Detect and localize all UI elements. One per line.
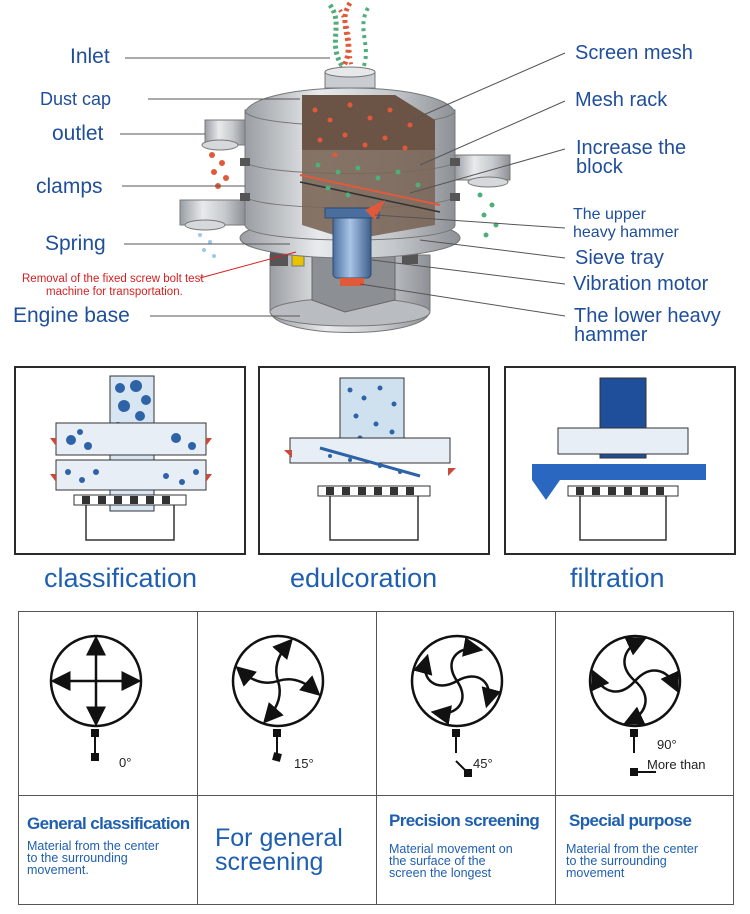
label-lower-hammer-2: hammer xyxy=(574,324,648,346)
mode-title-general-classification: General classification xyxy=(27,814,190,833)
warning-line-1: Removal of the fixed screw bolt test xyxy=(22,273,204,285)
mode-desc-3-2: to the surrounding xyxy=(566,854,667,868)
mode-desc-0-1: Material from the center xyxy=(27,839,159,853)
mode-big-1: For general xyxy=(215,824,343,852)
mode-title-special-purpose: Special purpose xyxy=(569,811,692,830)
mode-desc-3-3: movement xyxy=(566,866,625,880)
mode-desc-3-1: Material from the center xyxy=(566,842,698,856)
mode-15-icon xyxy=(231,634,325,762)
label-outlet: outlet xyxy=(52,122,104,145)
panel-filtration xyxy=(504,366,736,555)
label-vibration-motor: Vibration motor xyxy=(573,273,709,295)
filtration-illustration xyxy=(532,377,706,541)
mode-desc-2-1: Material movement on xyxy=(389,842,513,856)
mode-desc-2-3: screen the longest xyxy=(389,866,492,880)
mode-desc-0-3: movement. xyxy=(27,863,89,877)
label-engine-base: Engine base xyxy=(13,304,130,327)
interior-particles xyxy=(312,102,413,158)
mode-45-icon xyxy=(410,634,504,777)
caption-filtration: filtration xyxy=(570,563,665,593)
label-clamps: clamps xyxy=(36,175,103,198)
warning-line-2: machine for transportation. xyxy=(46,286,183,298)
label-increase-block-1: Increase the xyxy=(576,137,687,159)
caption-edulcoration: edulcoration xyxy=(290,563,438,593)
sieve-machine-diagram xyxy=(120,1,566,333)
angle-45: 45° xyxy=(473,756,493,771)
angle-90-extra: More than xyxy=(647,757,706,772)
panel-classification xyxy=(14,366,246,555)
label-mesh-rack: Mesh rack xyxy=(575,89,668,111)
label-lower-hammer-1: The lower heavy xyxy=(574,305,721,327)
label-spring: Spring xyxy=(45,232,106,255)
label-upper-hammer-1: The upper xyxy=(573,206,646,223)
label-inlet: Inlet xyxy=(70,45,110,68)
panel-edulcoration xyxy=(258,366,490,555)
mode-icons xyxy=(49,634,682,777)
label-increase-block-2: block xyxy=(576,156,623,178)
label-sieve-tray: Sieve tray xyxy=(575,247,664,269)
mode-big-2: screening xyxy=(215,848,324,876)
mode-desc-2-2: the surface of the xyxy=(389,854,486,868)
mode-90-icon xyxy=(588,634,682,776)
angle-90: 90° xyxy=(657,737,677,752)
angle-0: 0° xyxy=(119,755,132,770)
label-upper-hammer-2: heavy hammer xyxy=(573,224,679,241)
angle-15: 15° xyxy=(294,756,314,771)
classification-illustration xyxy=(50,375,212,541)
mode-title-precision-screening: Precision screening xyxy=(389,811,540,830)
label-dust-cap: Dust cap xyxy=(40,89,112,109)
label-screen-mesh: Screen mesh xyxy=(575,42,693,64)
mode-desc-0-2: to the surrounding xyxy=(27,851,128,865)
mode-0-icon xyxy=(49,634,143,761)
edulcoration-illustration xyxy=(284,377,456,541)
caption-classification: classification xyxy=(44,563,198,593)
inlet-particles xyxy=(327,1,370,79)
